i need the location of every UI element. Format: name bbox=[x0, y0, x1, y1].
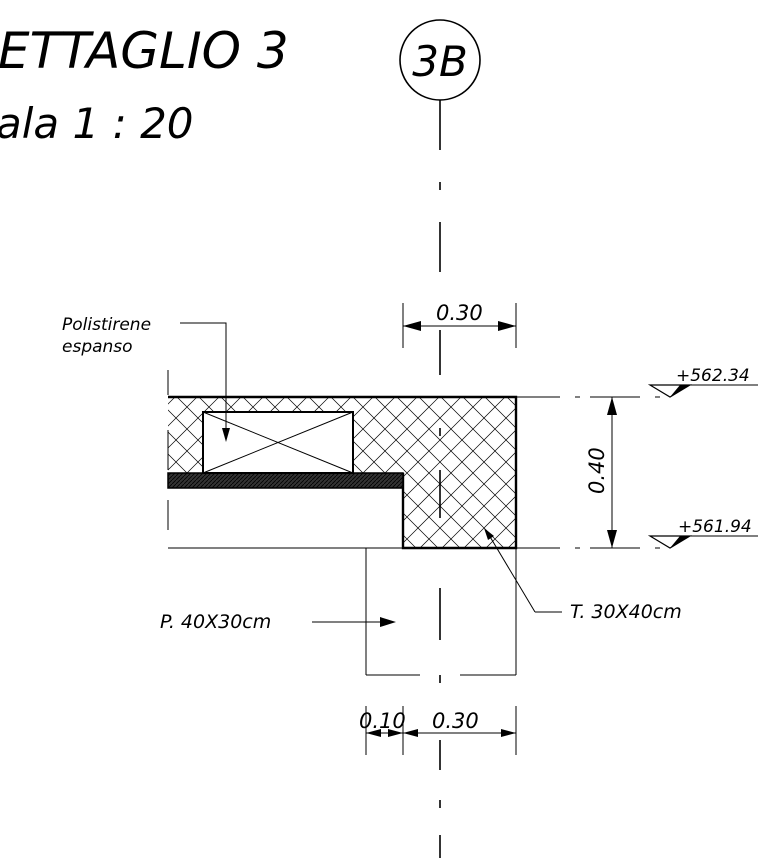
beam-t-leader: T. 30X40cm bbox=[484, 528, 682, 623]
dimension-top-width: 0.30 bbox=[402, 301, 517, 348]
lower-extension-lines bbox=[365, 548, 517, 755]
detail-title: ETTAGLIO 3 bbox=[0, 22, 289, 80]
section-marker-label: 3B bbox=[412, 37, 468, 86]
insulation-label-line2: espanso bbox=[62, 337, 133, 357]
insulation-leader: Polistirene espanso bbox=[62, 315, 230, 442]
dimension-bottom-right-label: 0.30 bbox=[432, 709, 479, 733]
dimension-bottom: 0.10 0.30 bbox=[359, 709, 516, 737]
beam-p-label: P. 40X30cm bbox=[160, 611, 271, 633]
dimension-height-label: 0.40 bbox=[585, 447, 609, 494]
detail-scale: ala 1 : 20 bbox=[0, 99, 194, 148]
beam-p-leader: P. 40X30cm bbox=[160, 611, 396, 633]
insulation-block bbox=[202, 411, 354, 474]
dimension-top-width-label: 0.30 bbox=[436, 301, 483, 325]
elevation-marker-upper: +562.34 bbox=[647, 366, 758, 398]
elevation-marker-lower: +561.94 bbox=[647, 517, 758, 549]
elevation-lower-label: +561.94 bbox=[678, 517, 752, 537]
dimension-bottom-left-label: 0.10 bbox=[359, 709, 406, 733]
elevation-upper-label: +562.34 bbox=[676, 366, 750, 386]
dimension-height: 0.40 bbox=[585, 396, 635, 549]
insulation-label-line1: Polistirene bbox=[62, 315, 151, 335]
beam-t-label: T. 30X40cm bbox=[570, 601, 682, 623]
